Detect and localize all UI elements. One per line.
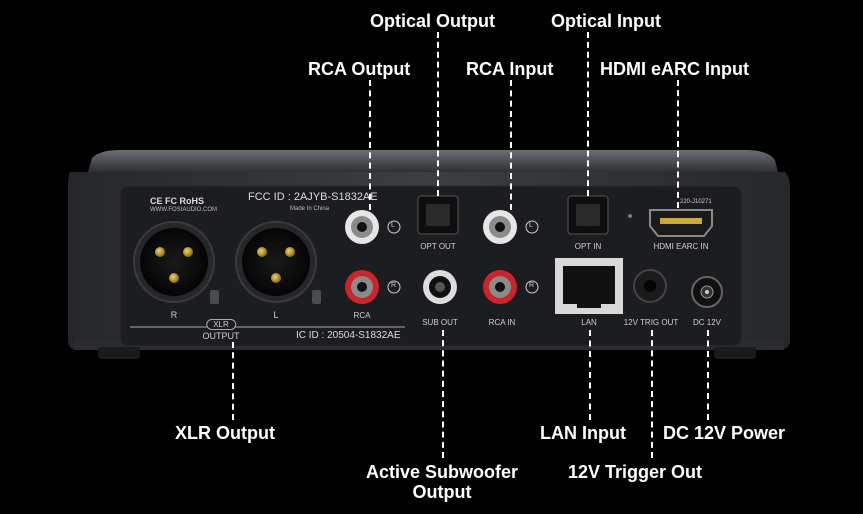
- ic-id-label: IC ID : 20504-S1832AE: [296, 330, 401, 341]
- indicator-led: [628, 214, 632, 218]
- xlr-badge: XLR: [206, 319, 236, 330]
- callout-rca-output: RCA Output: [308, 59, 411, 79]
- dc-12v-label: DC 12V: [692, 318, 722, 327]
- callout-xlr-output: XLR Output: [175, 423, 275, 443]
- xlr-l-label: L: [273, 310, 279, 320]
- fcc-id-label: FCC ID : 2AJYB-S1832AE: [248, 191, 378, 203]
- leader-optical-output: [437, 32, 439, 196]
- callout-dc-12v-power: DC 12V Power: [663, 423, 786, 443]
- rca-in-r-mark: R: [529, 282, 535, 289]
- hdmi-earc-label: HDMI EARC IN: [653, 242, 709, 251]
- optical-output-port: [417, 195, 459, 235]
- leader-lan: [589, 330, 591, 420]
- dc-power-jack: [691, 276, 723, 308]
- opt-out-label: OPT OUT: [420, 242, 456, 251]
- foot-right: [714, 347, 756, 359]
- rca-input-left-jack: [483, 210, 517, 244]
- lan-label: LAN: [581, 318, 597, 327]
- hdmi-code-label: 220-J10271: [680, 199, 712, 205]
- trig-out-label: 12V TRIG OUT: [623, 318, 679, 327]
- rca-output-right-jack: [345, 270, 379, 304]
- callout-optical-input: Optical Input: [551, 11, 661, 31]
- leader-dc-power: [707, 330, 709, 420]
- xlr-r-label: R: [170, 310, 178, 320]
- leader-optical-input: [587, 32, 589, 196]
- trigger-out-jack: [633, 269, 667, 303]
- callout-hdmi-earc-input: HDMI eARC Input: [600, 59, 749, 79]
- callout-12v-trigger-out: 12V Trigger Out: [568, 462, 703, 482]
- made-in-label: Made In China: [290, 206, 330, 212]
- callout-active-subwoofer-output: Active Subwoofer Output: [363, 462, 521, 502]
- xlr-right-connector: [133, 221, 219, 304]
- website-label: WWW.FOSIAUDIO.COM: [150, 207, 217, 213]
- rca-r-mark: R: [391, 282, 397, 289]
- leader-trigger: [651, 330, 653, 458]
- leader-rca-input: [510, 80, 512, 210]
- leader-hdmi-earc: [677, 80, 679, 208]
- opt-in-label: OPT IN: [574, 242, 602, 251]
- rca-out-label: RCA: [353, 311, 371, 320]
- cert-logos: CE FC RoHS: [150, 196, 204, 206]
- leader-subwoofer: [442, 330, 444, 458]
- callout-subwoofer-line2: Output: [412, 482, 472, 502]
- callout-subwoofer-line1: Active Subwoofer: [365, 462, 519, 482]
- chassis-top: [88, 150, 778, 172]
- rca-in-label: RCA IN: [488, 318, 516, 327]
- xlr-output-label: OUTPUT: [202, 331, 240, 341]
- rca-in-l-mark: L: [529, 222, 533, 229]
- leader-rca-output: [369, 80, 371, 210]
- rca-output-left-jack: [345, 210, 379, 244]
- xlr-left-connector: [235, 221, 321, 304]
- rca-input-right-jack: [483, 270, 517, 304]
- hdmi-earc-port: [649, 209, 713, 237]
- sub-out-label: SUB OUT: [422, 318, 458, 327]
- callout-rca-input: RCA Input: [466, 59, 554, 79]
- callout-lan-input: LAN Input: [540, 423, 626, 443]
- leader-xlr-output: [232, 342, 234, 420]
- lan-port: [555, 258, 623, 314]
- subwoofer-output-jack: [423, 270, 457, 304]
- callout-optical-output: Optical Output: [370, 11, 495, 31]
- optical-input-port: [567, 195, 609, 235]
- rca-l-mark: L: [391, 222, 395, 229]
- foot-left: [98, 347, 140, 359]
